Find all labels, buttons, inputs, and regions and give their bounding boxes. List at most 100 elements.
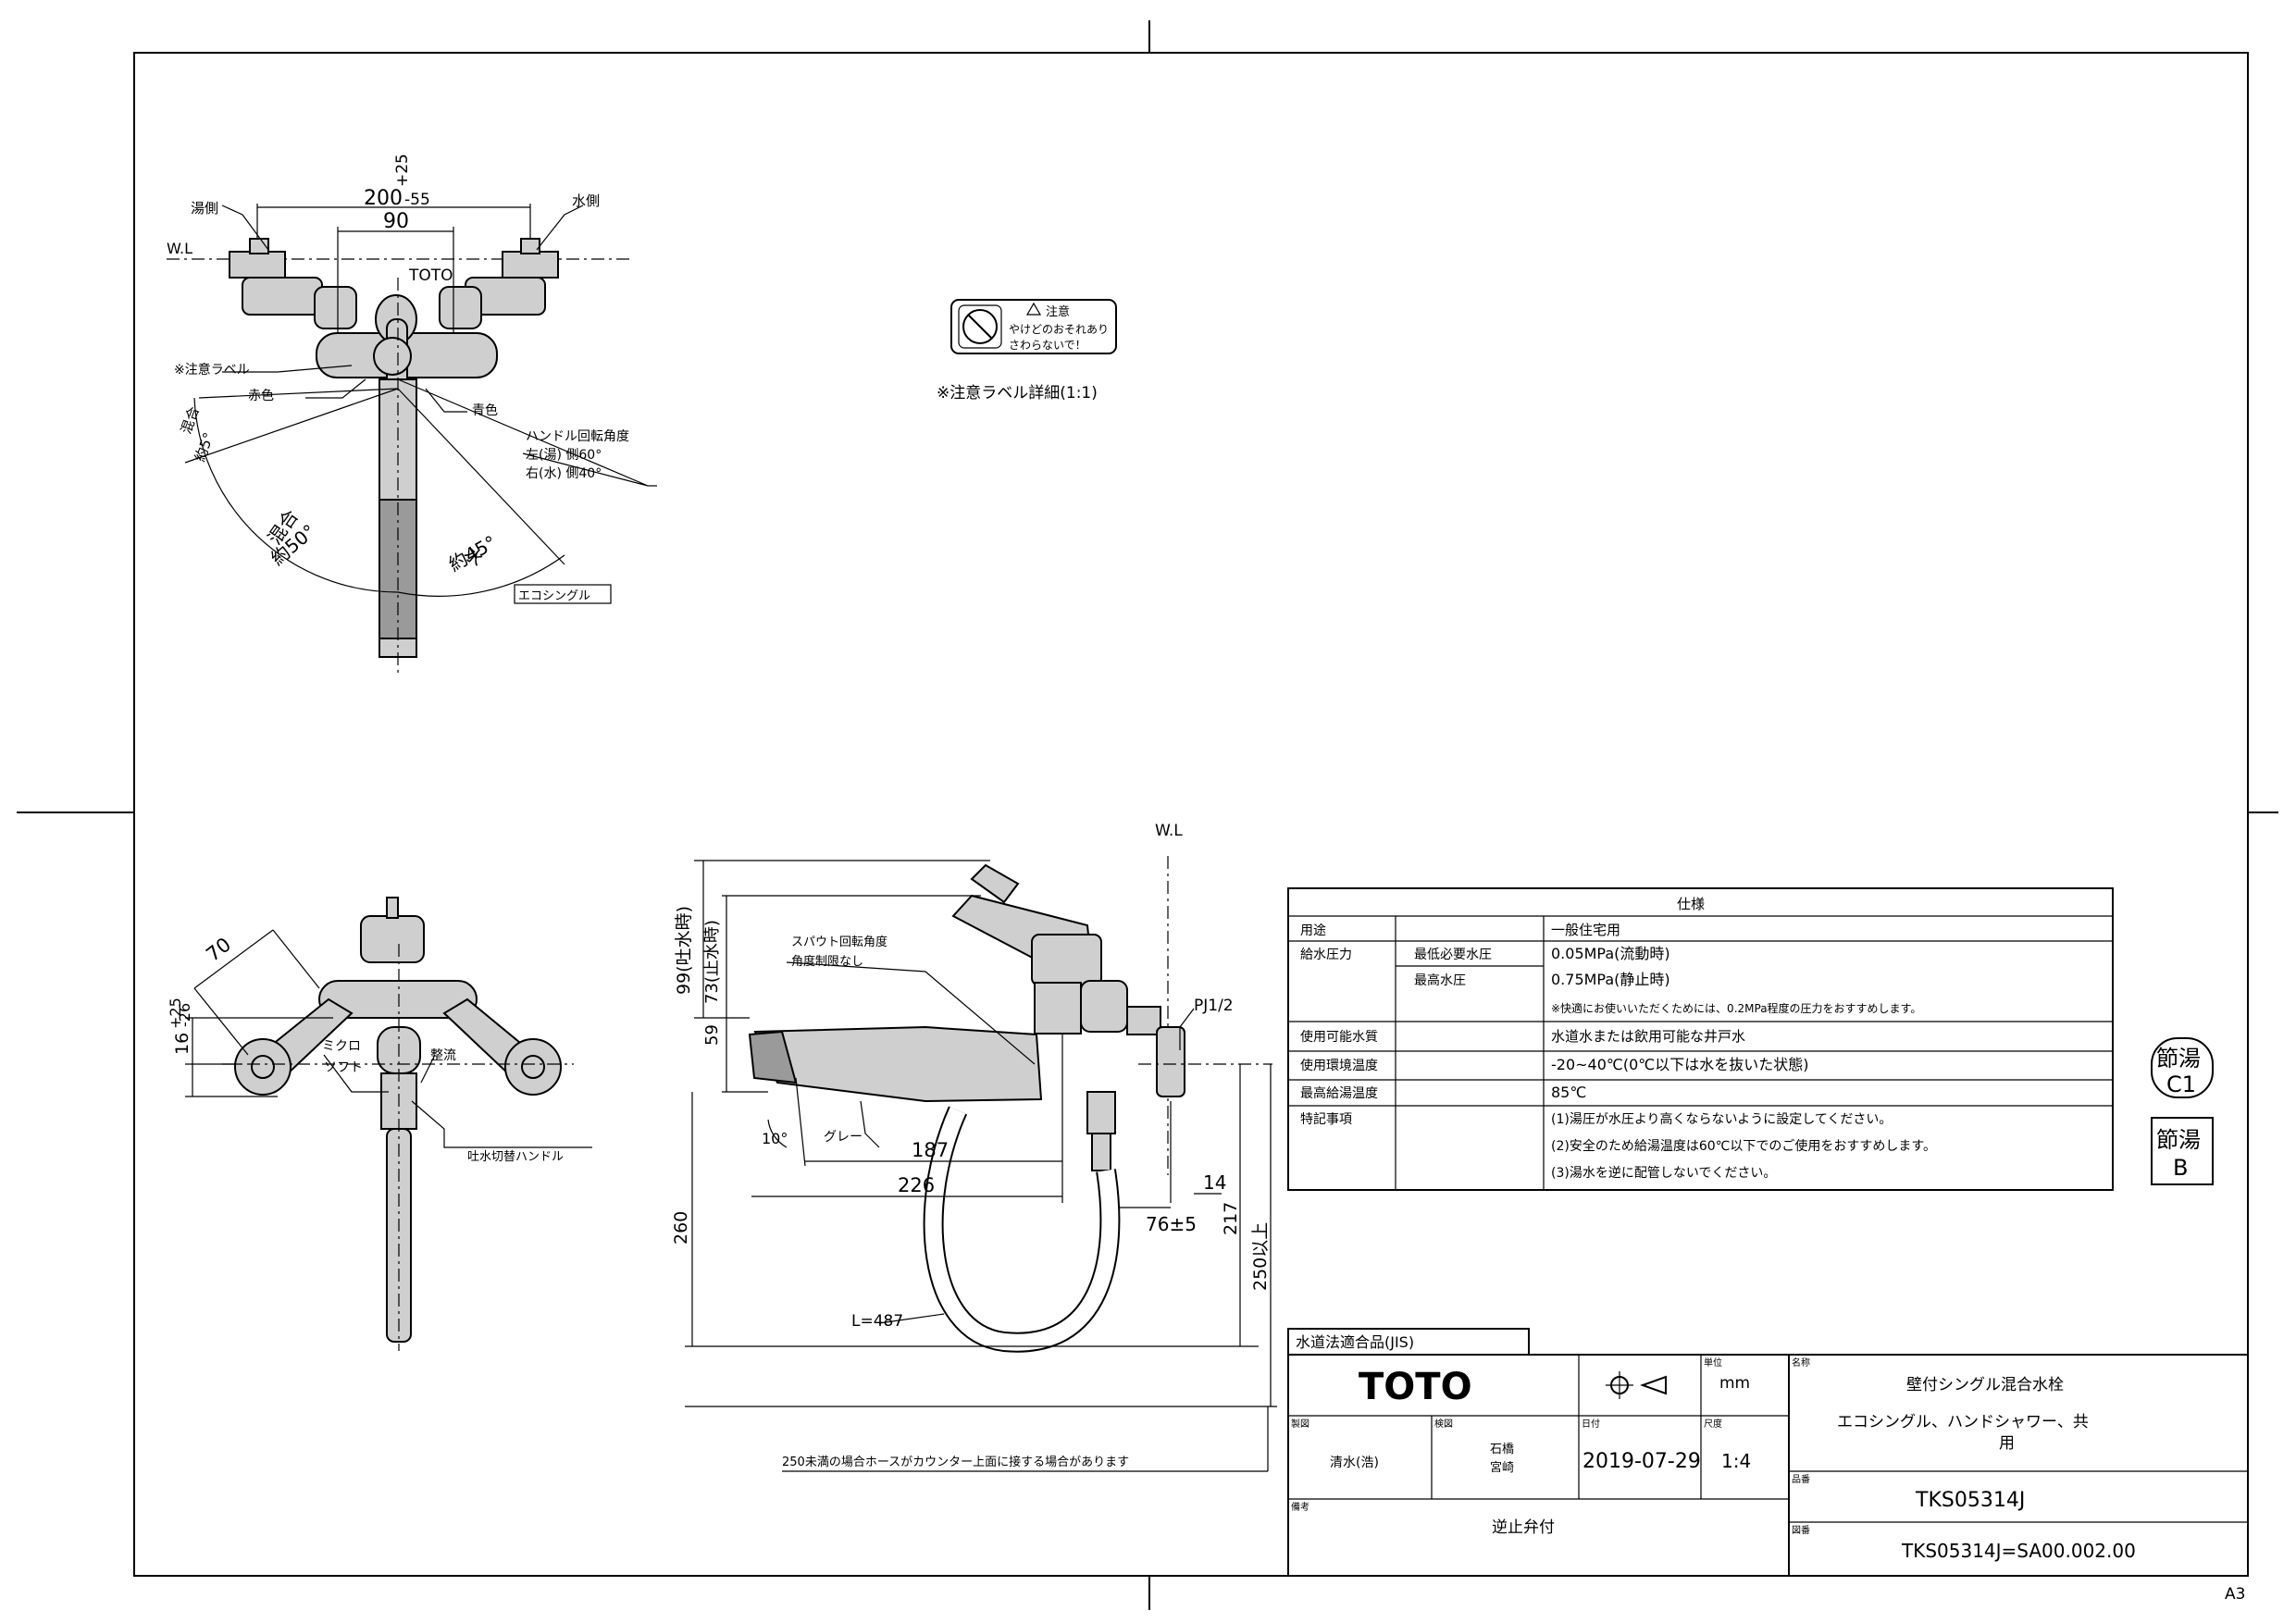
hose-length: L=487: [851, 1312, 903, 1331]
handle-angle-title: ハンドル回転角度: [526, 429, 629, 444]
front-tol-plus: +25: [167, 997, 184, 1029]
handle-left-angle: 左(湯) 側60°: [526, 447, 602, 463]
dim-top-tol-minus: -55: [404, 191, 430, 209]
check-label: 検図: [1434, 1418, 1453, 1430]
dim-260: 260: [671, 1211, 691, 1245]
spec-item: 最高給湯温度: [1300, 1085, 1378, 1101]
setsuyu-c1-badge: 節湯 C1: [2151, 1037, 2214, 1098]
blue-callout: 青色: [472, 403, 498, 418]
checker-name-2: 宮崎: [1490, 1460, 1514, 1475]
spout-note-1: スパウト回転角度: [791, 935, 887, 949]
checker-name-1: 石橋: [1490, 1443, 1514, 1456]
jis-label: 水道法適合品(JIS): [1296, 1333, 1414, 1351]
bottom-note: 250未満の場合ホースがカウンター上面に接する場合があります: [782, 1455, 1129, 1469]
badge-c1-line1: 節湯: [2156, 1046, 2201, 1072]
switch-handle-label: 吐水切替ハンドル: [467, 1150, 564, 1164]
badge-b-line1: 節湯: [2156, 1127, 2201, 1153]
wl-label-side: W.L: [1155, 822, 1183, 840]
hot-side-label: 湯側: [191, 200, 218, 217]
drawing-number: TKS05314J=SA00.002.00: [1901, 1540, 2136, 1562]
spec-rows: 用途 一般住宅用 給水圧力 最低必要水圧 0.05MPa(流動時) 最高水圧 0…: [1300, 922, 1936, 1181]
spec-item: 給水圧力: [1300, 948, 1352, 962]
ecosingle-tag: エコシングル: [518, 589, 590, 603]
name-line1: 壁付シングル混合水栓: [1906, 1376, 2064, 1394]
spec-item: 使用環境温度: [1300, 1058, 1378, 1073]
spec-table-grid: [1287, 887, 2114, 1191]
unit-value: mm: [1719, 1374, 1750, 1393]
pj-label: PJ1/2: [1194, 997, 1234, 1015]
dim-99: 99(吐水時): [674, 906, 694, 995]
name-line3: 用: [1999, 1434, 2015, 1453]
drawing-label: 図番: [1792, 1525, 1810, 1536]
sheet-size-label: A3: [2225, 1585, 2245, 1604]
title-block-grid: [1287, 1328, 2249, 1577]
dim-top-inner: 90: [383, 210, 409, 233]
dim-187: 187: [912, 1139, 949, 1161]
spec-value: 85℃: [1551, 1084, 1586, 1101]
spray-label: 整流: [430, 1048, 456, 1063]
model-label: 品番: [1792, 1474, 1810, 1485]
angle-small: 約5°: [192, 430, 217, 464]
top-view-faucet: [167, 238, 629, 675]
caution-label-detail: [950, 299, 1117, 354]
spec-sub: 最低必要水圧: [1414, 948, 1492, 962]
front-view-faucet: [222, 897, 574, 1351]
spec-value: 水道水または飲用可能な井戸水: [1551, 1028, 1745, 1045]
name-label: 名称: [1792, 1357, 1810, 1369]
spec-value: ※快適にお使いいただくためには、0.2MPa程度の圧力をおすすめします。: [1551, 1001, 1921, 1015]
scale-value: 1:4: [1721, 1450, 1751, 1472]
brand-on-body: TOTO: [408, 266, 453, 285]
dim-14: 14: [1203, 1171, 1226, 1194]
dim-59: 59: [702, 1024, 722, 1046]
caution-label-callout: ※注意ラベル: [174, 362, 250, 378]
dim-76: 76±5: [1146, 1213, 1197, 1235]
gray-label: グレー: [824, 1130, 863, 1145]
spec-sub: 最高水圧: [1414, 973, 1466, 988]
toto-logo: TOTO: [1359, 1366, 1472, 1408]
spec-value: (3)湯水を逆に配管しないでください。: [1551, 1165, 1776, 1181]
soft-label: ソフト: [324, 1060, 363, 1075]
front-view-dimensions: [185, 929, 592, 1148]
caution-title: 注意: [1046, 304, 1070, 319]
dim-226: 226: [898, 1174, 935, 1196]
spec-value: 0.75MPa(静止時): [1551, 971, 1670, 988]
side-view-faucet: [748, 856, 1272, 1353]
spec-value: (1)湯圧が水圧より高くならないように設定してください。: [1551, 1111, 1892, 1127]
caution-line2: さわらないで！: [1009, 339, 1086, 352]
red-callout: 赤色: [248, 388, 274, 403]
scale-label: 尺度: [1704, 1418, 1722, 1430]
top-view-dimensions: [184, 204, 657, 604]
dim-top-outer: 200: [364, 187, 403, 210]
date-label: 日付: [1582, 1418, 1600, 1430]
date-value: 2019-07-29: [1582, 1450, 1701, 1473]
sheet-frame: [17, 20, 2278, 1610]
caution-detail-note: ※注意ラベル詳細(1:1): [937, 384, 1098, 403]
dim-10deg: 10°: [762, 1130, 788, 1147]
wl-label-top: W.L: [167, 240, 192, 257]
caution-line1: やけどのおそれあり: [1009, 323, 1109, 336]
dim-top-tol-plus: +25: [393, 154, 412, 187]
badge-c1-line2: C1: [2166, 1072, 2196, 1097]
name-line2: エコシングル、ハンドシャワー、共: [1837, 1413, 2089, 1431]
spec-value: (2)安全のため給湯温度は60℃以下でのご使用をおすすめします。: [1551, 1138, 1936, 1154]
handle-right-angle: 右(水) 側40°: [526, 466, 602, 481]
note-value: 逆止弁付: [1492, 1518, 1555, 1537]
front-dim-16: 16: [172, 1033, 192, 1055]
setsuyu-b-badge: 節湯 B: [2151, 1117, 2214, 1185]
spout-note-2: 角度制限なし: [791, 954, 863, 969]
designer-name: 清水(浩): [1330, 1456, 1379, 1470]
side-view-dimensions: [685, 860, 1277, 1472]
dim-217: 217: [1221, 1202, 1241, 1235]
micro-label: ミクロ: [322, 1039, 361, 1054]
spec-title: 仕様: [1677, 896, 1705, 912]
spec-value: -20~40℃(0℃以下は水を抜いた状態): [1551, 1056, 1809, 1073]
model-value: TKS05314J: [1915, 1489, 2025, 1512]
badge-b-line2: B: [2173, 1155, 2188, 1181]
spec-item: 特記事項: [1300, 1111, 1352, 1127]
spec-value: 一般住宅用: [1551, 922, 1620, 938]
cold-side-label: 水側: [572, 192, 600, 209]
unit-label: 単位: [1704, 1357, 1722, 1369]
dim-73: 73(止水時): [702, 920, 722, 1004]
note-label: 備考: [1291, 1501, 1309, 1513]
